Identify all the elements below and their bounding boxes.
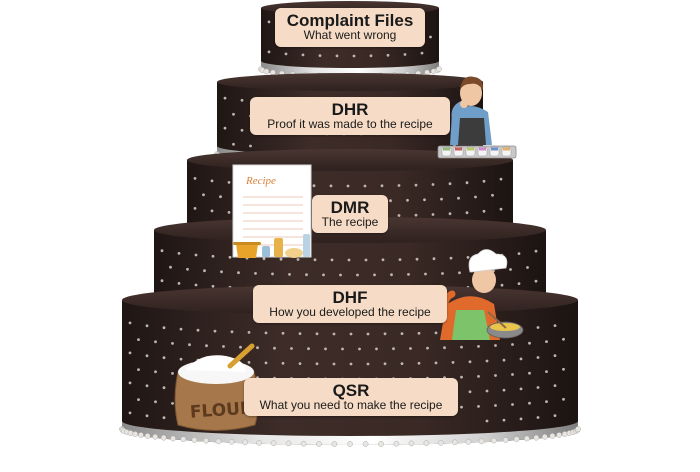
tier-label-complaint-files: Complaint Files What went wrong xyxy=(275,8,425,48)
tier-title-dmr: DMR xyxy=(330,198,370,217)
tier-title-dhr: DHR xyxy=(331,100,369,119)
chef-figure-icon xyxy=(440,249,524,340)
tier-subtitle-complaint-files: What went wrong xyxy=(303,28,397,42)
recipe-card-icon: Recipe xyxy=(232,164,312,258)
tier-pearls-qsr xyxy=(119,426,581,447)
tier-title-complaint-files: Complaint Files xyxy=(286,11,414,30)
tier-subtitle-dhr: Proof it was made to the recipe xyxy=(267,117,433,131)
tier-top-dhr xyxy=(217,73,483,91)
recipe-card-title: Recipe xyxy=(245,175,276,187)
tier-label-qsr: QSR What you need to make the recipe xyxy=(244,378,458,417)
inspector-figure-icon xyxy=(437,76,517,159)
tier-title-dhf: DHF xyxy=(332,288,368,307)
flour-sack-icon: FLOUR xyxy=(174,343,259,431)
tier-label-dmr: DMR The recipe xyxy=(312,195,388,234)
tier-subtitle-qsr: What you need to make the recipe xyxy=(259,398,443,412)
tier-label-dhf: DHF How you developed the recipe xyxy=(253,285,447,324)
tier-subtitle-dhf: How you developed the recipe xyxy=(269,305,431,319)
tier-ribbon-qsr xyxy=(122,421,578,445)
tier-title-qsr: QSR xyxy=(332,381,370,400)
flour-sack-label: FLOUR xyxy=(189,398,253,422)
tier-subtitle-dmr: The recipe xyxy=(321,215,379,229)
tier-label-dhr: DHR Proof it was made to the recipe xyxy=(250,97,450,136)
